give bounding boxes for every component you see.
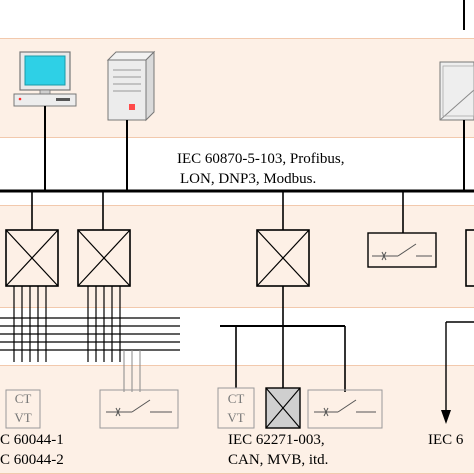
vt-label-left: VT [14, 410, 32, 425]
workstation-computer-icon [13, 51, 77, 107]
gateway-icon [439, 61, 474, 121]
bay-ied-3 [256, 229, 310, 287]
ct-vt-box-mid [217, 387, 255, 429]
ct-vt-box-left [5, 389, 41, 429]
bay-ied-1 [5, 229, 59, 287]
standard-left-line1: C 60044-1 [0, 432, 64, 448]
vt-label-mid: VT [227, 410, 245, 425]
bus-protocol-label-line2: LON, DNP3, Modbus. [180, 171, 317, 187]
ct-label-mid: CT [227, 391, 245, 406]
standard-mid-line2: CAN, MVB, itd. [228, 452, 329, 468]
standard-right-line1: IEC 6 [428, 432, 464, 448]
horizontal-process-bus-wires [0, 317, 180, 351]
bay-switch-box [367, 232, 437, 268]
process-level-band [0, 365, 474, 474]
process-switch-mid [307, 389, 383, 429]
bay-ied-right-cropped [465, 229, 474, 287]
ied2-wiring [87, 286, 121, 362]
right-arrow-head [441, 410, 451, 424]
bay-ied-2 [77, 229, 131, 287]
ct-label-left: CT [14, 391, 32, 406]
ied1-wiring [13, 286, 47, 362]
process-switch-left [99, 389, 179, 429]
process-ied-small [265, 387, 301, 429]
bus-protocol-label-line1: IEC 60870-5-103, Profibus, [177, 151, 345, 167]
server-tower-icon [106, 50, 156, 122]
standard-left-line2: C 60044-2 [0, 452, 64, 468]
ct-vt-feed-lines [123, 350, 141, 392]
standard-mid-line1: IEC 62271-003, [228, 432, 325, 448]
station-level-band [0, 38, 474, 138]
